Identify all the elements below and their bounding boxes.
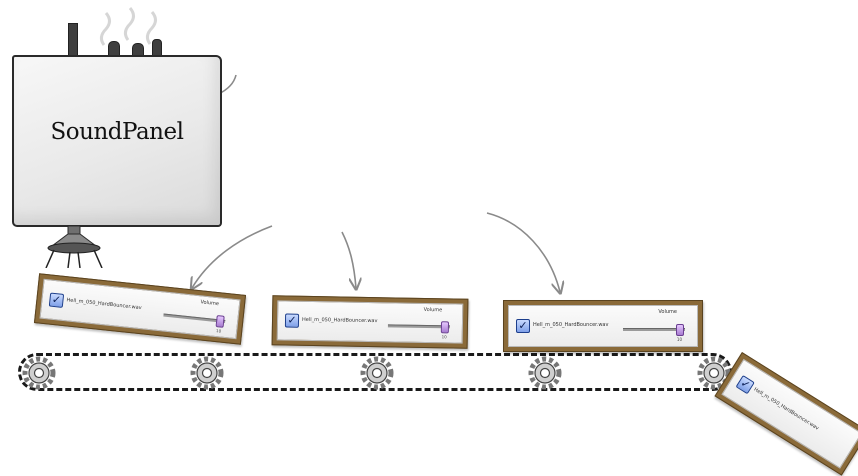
- gear-icon: [360, 356, 394, 390]
- sound-filename: Hell_m_050_HardBouncer.wav: [66, 297, 142, 312]
- factory-title: SoundPanel: [50, 119, 184, 145]
- smoke-1: [99, 12, 111, 46]
- volume-label: Volume: [423, 306, 443, 314]
- arrow-to-panel-3: [486, 212, 560, 292]
- volume-max-label: 10: [676, 337, 682, 342]
- smoke-2: [123, 7, 135, 41]
- volume-slider[interactable]: 10: [163, 313, 226, 334]
- arrow-to-panel-2: [341, 231, 356, 288]
- sound-panel-inner: ✓ Hell_m_050_HardBouncer.wav Volume 10: [276, 300, 464, 344]
- volume-slider-thumb[interactable]: [215, 315, 225, 328]
- sound-panel-card: ✓ Hell_m_050_HardBouncer.wav Volume 10: [503, 300, 703, 352]
- sound-checkbox[interactable]: ✓: [516, 319, 530, 333]
- volume-max-label: 10: [215, 328, 222, 334]
- volume-slider-thumb[interactable]: [675, 324, 684, 336]
- factory-nozzle: [45, 226, 103, 268]
- sound-filename: Hell_m_050_HardBouncer.wav: [533, 322, 609, 328]
- volume-label: Volume: [658, 309, 677, 315]
- sound-filename: Hell_m_050_HardBouncer.wav: [752, 386, 820, 432]
- volume-max-label: 10: [441, 334, 447, 340]
- sound-panel-card: ✓ Hell_m_050_HardBouncer.wav Volume 10: [271, 295, 469, 349]
- gear-icon: [22, 356, 56, 390]
- factory-chimney: [68, 23, 78, 59]
- volume-slider[interactable]: 10: [623, 324, 685, 342]
- soundpanel-factory: SoundPanel: [12, 23, 222, 227]
- arrow-to-panel-1: [192, 225, 273, 288]
- volume-slider-thumb[interactable]: [440, 321, 449, 334]
- volume-slider[interactable]: 10: [387, 321, 450, 339]
- gear-icon: [528, 356, 562, 390]
- sound-filename: Hell_m_050_HardBouncer.wav: [301, 316, 378, 325]
- smoke-3: [145, 11, 157, 45]
- volume-label: Volume: [200, 299, 220, 308]
- factory-body: SoundPanel: [12, 55, 222, 227]
- sound-panel-inner: ✓ Hell_m_050_HardBouncer.wav Volume 10: [508, 305, 698, 347]
- sound-checkbox[interactable]: ✓: [48, 292, 65, 308]
- gear-icon: [190, 356, 224, 390]
- sound-checkbox[interactable]: ✓: [284, 313, 300, 328]
